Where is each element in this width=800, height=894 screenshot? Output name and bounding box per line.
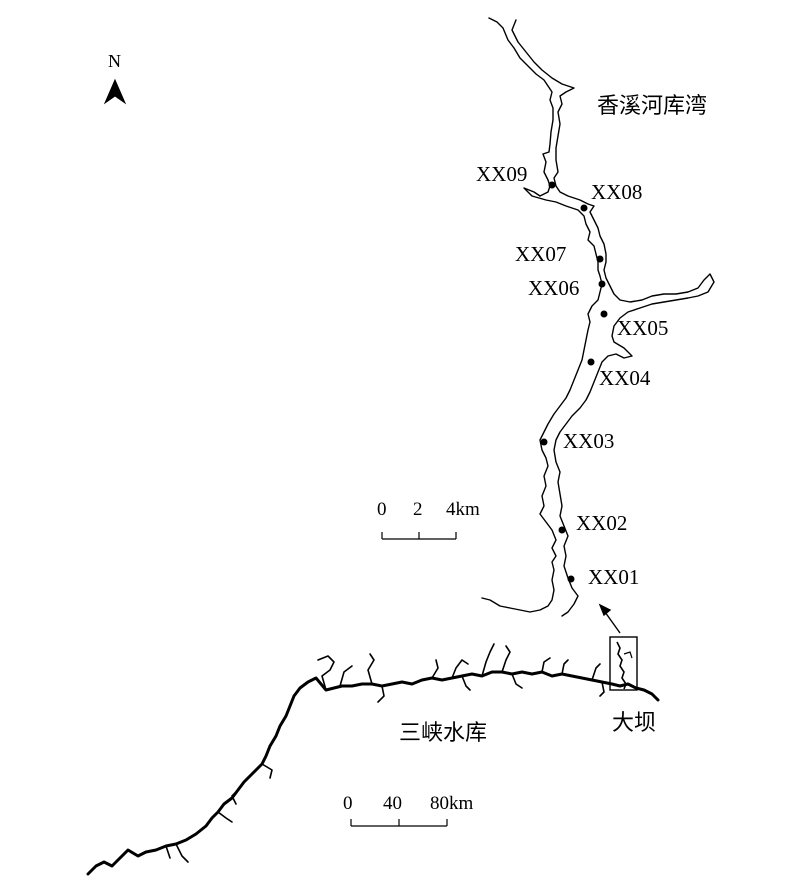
scale-large-tick-0: 0 (343, 793, 353, 814)
scale-large-tick-1: 40 (383, 793, 402, 814)
site-label-xx06: XX06 (528, 276, 580, 300)
scale-small-tick-1: 2 (413, 499, 423, 520)
site-label-xx07: XX07 (515, 242, 567, 266)
site-dot-xx01 (567, 575, 575, 583)
site-dot-xx03 (540, 438, 548, 446)
site-dot-xx08 (580, 204, 588, 212)
dam-label: 大坝 (612, 711, 657, 736)
site-dot-xx04 (587, 358, 595, 366)
site-dot-xx06 (598, 280, 606, 288)
bay-title: 香溪河库湾 (597, 94, 708, 119)
site-dot-xx05 (600, 310, 608, 318)
reservoir-label: 三峡水库 (399, 721, 488, 746)
scale-bar-small (381, 532, 457, 540)
scale-small-tick-0: 0 (377, 499, 387, 520)
inset-arrow-icon (598, 603, 621, 634)
site-label-xx01: XX01 (588, 565, 640, 589)
site-dot-xx07 (596, 255, 604, 263)
north-label: N (108, 51, 121, 71)
site-label-xx02: XX02 (576, 511, 628, 535)
site-dots (540, 181, 608, 583)
inset-locator-box (609, 636, 638, 691)
site-dot-xx02 (558, 526, 566, 534)
north-arrow-icon (103, 78, 127, 105)
site-label-xx08: XX08 (591, 180, 643, 204)
site-dot-xx09 (548, 181, 556, 189)
site-label-xx03: XX03 (563, 429, 615, 453)
scale-small-tick-2: 4km (446, 499, 480, 520)
scale-bar-large (350, 819, 448, 827)
site-label-xx04: XX04 (599, 366, 651, 390)
xiangxi-river-outline (481, 17, 715, 617)
site-label-xx09: XX09 (476, 162, 528, 186)
mini-xiangxi-river (616, 641, 627, 690)
scale-large-tick-2: 80km (430, 793, 474, 814)
three-gorges-river (86, 643, 660, 876)
site-label-xx05: XX05 (617, 316, 669, 340)
